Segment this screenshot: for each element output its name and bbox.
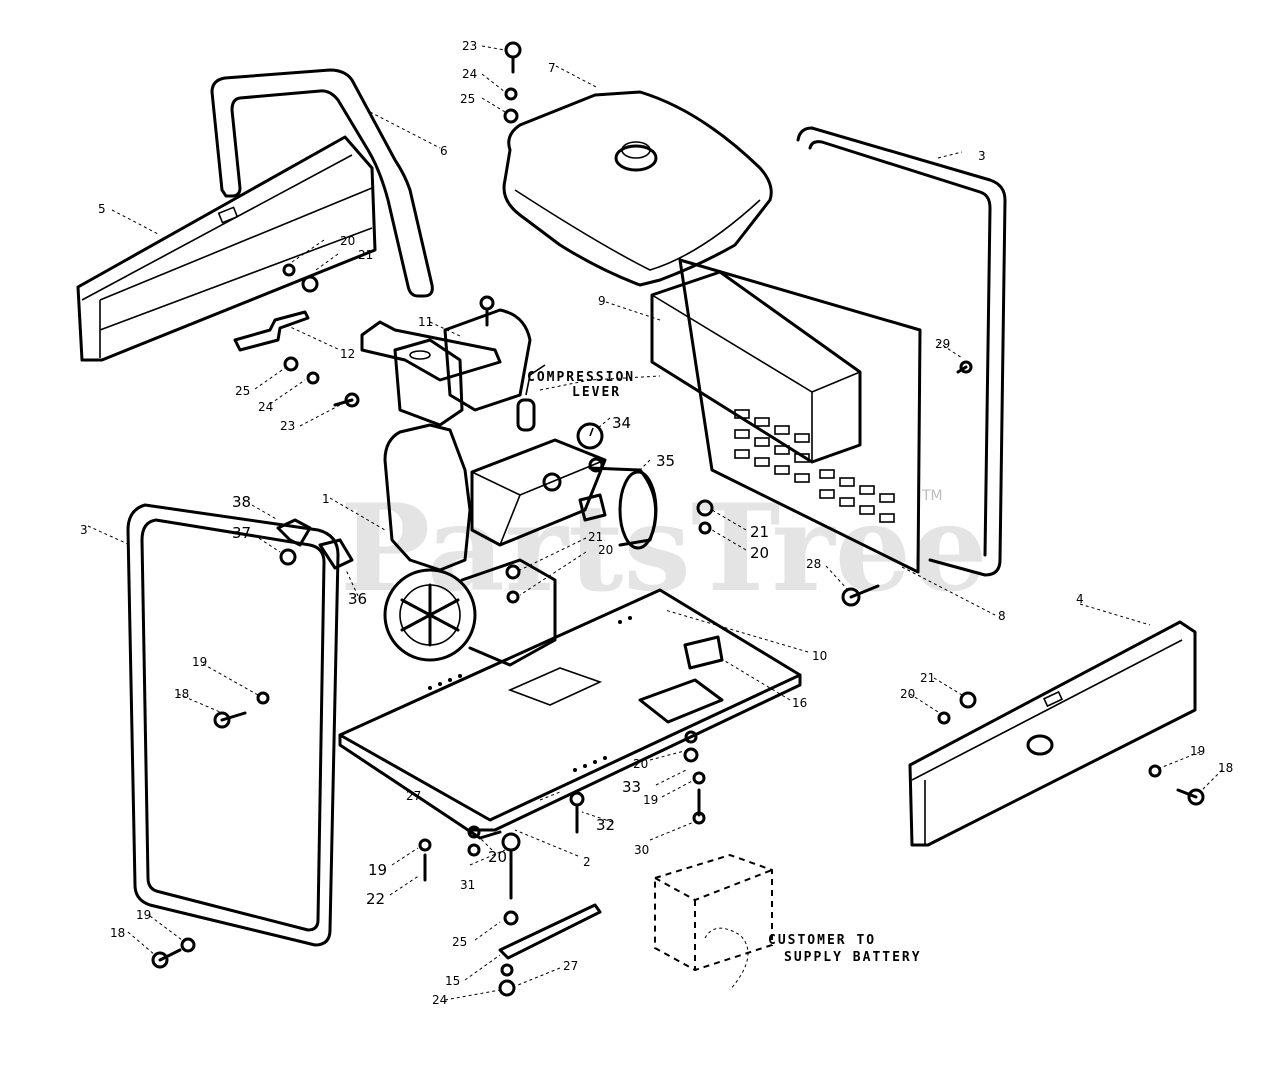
compression-lever[interactable] — [516, 364, 546, 432]
callout-21c: 21 — [588, 530, 603, 544]
callout-24c: 24 — [432, 993, 447, 1007]
right-rail[interactable] — [908, 620, 1197, 847]
callout-19: 19 — [192, 655, 207, 669]
callout-19c: 19 — [1190, 744, 1205, 758]
hold-down-strap[interactable] — [498, 903, 602, 960]
left-side-rail[interactable] — [76, 135, 377, 362]
engine[interactable] — [383, 308, 557, 667]
callout-30: 30 — [634, 843, 649, 857]
callout-19e: 19 — [136, 908, 151, 922]
callout-25: 25 — [460, 92, 475, 106]
callout-2: 2 — [583, 855, 591, 869]
leader-lines — [87, 45, 1223, 1001]
callout-29: 29 — [935, 337, 950, 351]
callout-10: 10 — [812, 649, 827, 663]
watermark-tm: TM — [921, 488, 943, 504]
callout-3b: 3 — [80, 523, 88, 537]
bracket-12[interactable] — [233, 310, 310, 352]
callout-24: 24 — [462, 67, 477, 81]
right-frame[interactable] — [796, 126, 1007, 577]
callout-9: 9 — [598, 294, 606, 308]
muffler-box[interactable] — [650, 270, 862, 464]
note-compression-2: LEVER — [572, 385, 621, 400]
callout-25b: 25 — [235, 384, 250, 398]
note-compression-1: COMPRESSION — [527, 370, 635, 385]
callout-21b: 21 — [750, 523, 769, 541]
callout-20f: 20 — [488, 848, 507, 866]
fittings[interactable] — [276, 518, 354, 570]
callout-20b: 20 — [750, 544, 769, 562]
callout-4: 4 — [1076, 592, 1084, 606]
callout-18b: 18 — [1218, 761, 1233, 775]
callout-15: 15 — [445, 974, 460, 988]
fuel-tank[interactable] — [502, 90, 773, 287]
callouts: 23 24 25 7 6 3 5 20 21 11 9 12 29 25 24 … — [80, 39, 1233, 1007]
carry-handle[interactable] — [210, 68, 434, 298]
callout-35: 35 — [656, 452, 675, 470]
callout-11: 11 — [418, 315, 433, 329]
callout-1: 1 — [322, 492, 330, 506]
callout-21: 21 — [358, 248, 373, 262]
callout-23b: 23 — [280, 419, 295, 433]
callout-32: 32 — [596, 816, 615, 834]
callout-20e: 20 — [633, 757, 648, 771]
callout-19b: 19 — [643, 793, 658, 807]
watermark-text: PartsTree — [340, 478, 987, 619]
callout-27: 27 — [406, 789, 421, 803]
callout-37: 37 — [232, 524, 251, 542]
control-panel[interactable] — [678, 258, 922, 574]
callout-5: 5 — [98, 202, 106, 216]
callout-20: 20 — [340, 234, 355, 248]
callout-3: 3 — [978, 149, 986, 163]
bracket-11[interactable] — [360, 320, 502, 382]
callout-12: 12 — [340, 347, 355, 361]
callout-33: 33 — [622, 778, 641, 796]
callout-6: 6 — [440, 144, 448, 158]
callout-16: 16 — [792, 696, 807, 710]
callout-24b: 24 — [258, 400, 273, 414]
callout-31: 31 — [460, 878, 475, 892]
callout-22: 22 — [366, 890, 385, 908]
callout-7: 7 — [548, 61, 556, 75]
callout-36: 36 — [348, 590, 367, 608]
generator-head[interactable] — [470, 438, 658, 550]
callout-25c: 25 — [452, 935, 467, 949]
note-battery-2: SUPPLY BATTERY — [784, 950, 922, 965]
hardware — [151, 41, 1205, 997]
callout-28: 28 — [806, 557, 821, 571]
callout-34: 34 — [612, 414, 631, 432]
note-battery-1: CUSTOMER TO — [768, 933, 876, 948]
callout-21d: 21 — [920, 671, 935, 685]
callout-18c: 18 — [110, 926, 125, 940]
callout-20d: 20 — [900, 687, 915, 701]
outlet-bracket[interactable] — [638, 635, 724, 724]
callout-23: 23 — [462, 39, 477, 53]
battery-outline — [654, 853, 773, 972]
callout-38: 38 — [232, 493, 251, 511]
callout-19d: 19 — [368, 861, 387, 879]
callout-20c: 20 — [598, 543, 613, 557]
left-frame[interactable] — [126, 503, 340, 947]
callout-27b: 27 — [563, 959, 578, 973]
callout-8: 8 — [998, 609, 1006, 623]
callout-18: 18 — [174, 687, 189, 701]
base-pan[interactable] — [338, 588, 802, 840]
gauge-34[interactable] — [576, 422, 604, 450]
